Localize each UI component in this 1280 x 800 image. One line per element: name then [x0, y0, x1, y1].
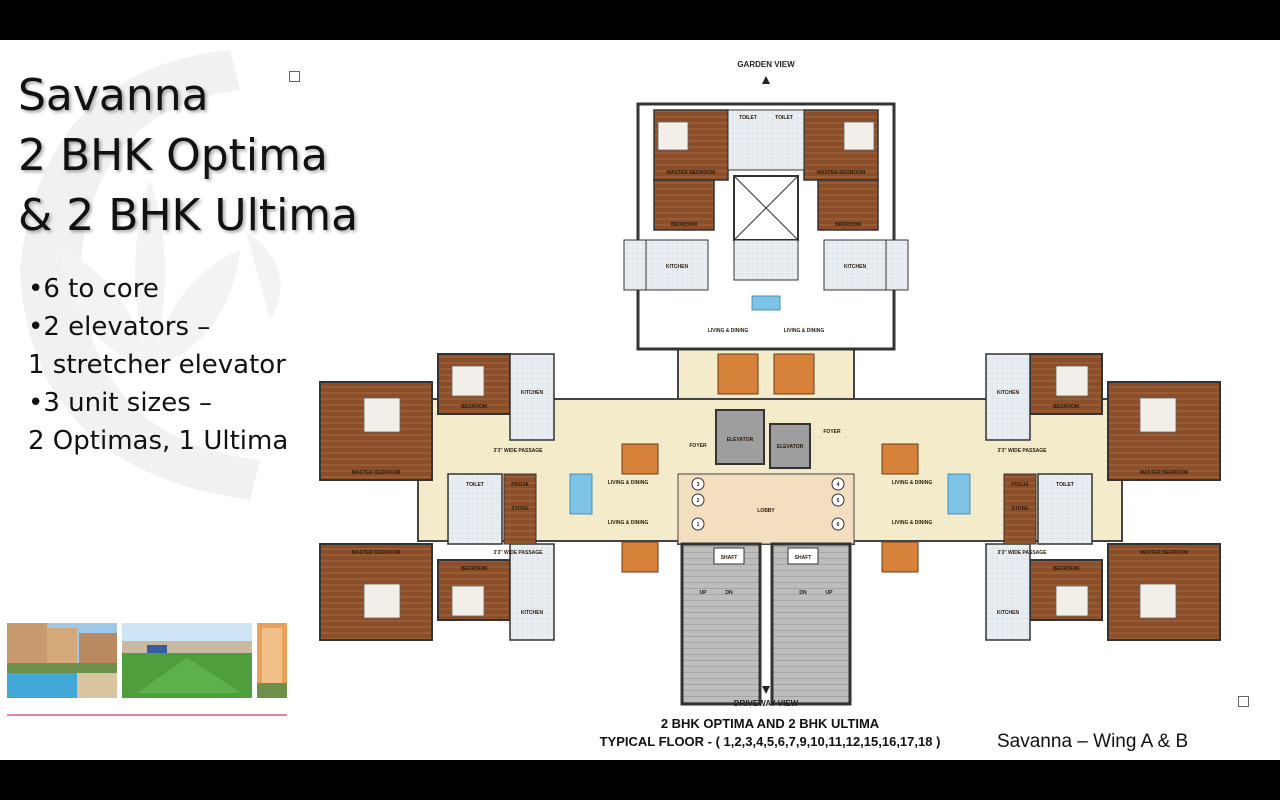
floor-plan: GARDEN VIEW LOBBY MASTER BEDROOM MASTER … — [319, 60, 1221, 708]
elevator-label: ELEVATOR — [727, 437, 754, 443]
svg-text:1: 1 — [697, 522, 700, 528]
room-label: KITCHEN — [521, 390, 544, 396]
room-label: MASTER BEDROOM — [1140, 550, 1189, 556]
feature-list: •6 to core •2 elevators – 1 stretcher el… — [28, 270, 288, 460]
svg-text:2: 2 — [697, 498, 700, 504]
room-label: TOILET — [1056, 482, 1074, 488]
room-label: LIVING & DINING — [784, 328, 825, 334]
room-label: TOILET — [739, 115, 757, 121]
room-label: TOILET — [466, 482, 484, 488]
room-label: KITCHEN — [666, 264, 689, 270]
stair-up-label: UP — [700, 590, 708, 596]
room-label: BEDROOM — [671, 222, 697, 228]
project-photo-strip — [7, 623, 287, 698]
feature-item: 1 stretcher elevator — [28, 350, 286, 380]
checkbox-icon — [289, 71, 300, 82]
foyer-label: FOYER — [689, 443, 707, 449]
svg-text:4: 4 — [837, 482, 840, 488]
title-line-2: 2 BHK Optima — [18, 130, 328, 181]
room-label: MASTER BEDROOM — [352, 550, 401, 556]
room-label: LIVING & DINING — [892, 520, 933, 526]
room-label: BEDROOM — [461, 566, 487, 572]
south-arrow-icon — [762, 686, 770, 694]
room-label: MASTER BEDROOM — [352, 470, 401, 476]
passage-label: 3'3" WIDE PASSAGE — [997, 448, 1047, 454]
garden-view-label: GARDEN VIEW — [737, 60, 795, 69]
wing-label: Savanna – Wing A & B — [997, 731, 1189, 752]
room-label: POOJA — [1011, 482, 1029, 488]
room-label: MASTER BEDROOM — [817, 170, 866, 176]
title-line-3: & 2 BHK Ultima — [18, 190, 359, 241]
svg-text:3: 3 — [697, 482, 700, 488]
room-label: KITCHEN — [997, 610, 1020, 616]
plan-caption-floors: TYPICAL FLOOR - ( 1,2,3,4,5,6,7,9,10,11,… — [599, 734, 941, 749]
stair-down-label: DN — [725, 590, 733, 596]
room-label: KITCHEN — [521, 610, 544, 616]
passage-label: 3'3" WIDE PASSAGE — [493, 550, 543, 556]
room-label: LIVING & DINING — [708, 328, 749, 334]
stair-down-label: DN — [799, 590, 807, 596]
room-label: KITCHEN — [844, 264, 867, 270]
photo-pool — [7, 623, 117, 698]
checkbox-icon — [1238, 696, 1249, 707]
feature-item: •3 unit sizes – — [28, 388, 213, 418]
slide: Savanna 2 BHK Optima & 2 BHK Ultima •6 t… — [0, 40, 1280, 760]
room-label: LIVING & DINING — [892, 480, 933, 486]
shaft-label: SHAFT — [721, 555, 738, 561]
stair-up-label: UP — [826, 590, 834, 596]
brand-watermark-icon — [20, 50, 281, 500]
feature-item: •6 to core — [28, 274, 159, 304]
photo-tower — [257, 623, 287, 698]
room-label: STORE — [511, 506, 529, 512]
room-label: BEDROOM — [1053, 566, 1079, 572]
driveway-view-label: DRIVEWAY VIEW — [734, 699, 799, 708]
room-label: KITCHEN — [997, 390, 1020, 396]
room-label: MASTER BEDROOM — [667, 170, 716, 176]
elevator-label: ELEVATOR — [777, 444, 804, 450]
room-label: BEDROOM — [1053, 404, 1079, 410]
passage-label: 3'3" WIDE PASSAGE — [493, 448, 543, 454]
room-label: STORE — [1011, 506, 1029, 512]
passage-label: 3'3" WIDE PASSAGE — [997, 550, 1047, 556]
lobby-label: LOBBY — [757, 508, 775, 514]
north-arrow-icon — [762, 76, 770, 84]
foyer-label: FOYER — [823, 429, 841, 435]
room-label: BEDROOM — [835, 222, 861, 228]
title-line-1: Savanna — [18, 70, 209, 121]
svg-text:5: 5 — [837, 498, 840, 504]
feature-item: •2 elevators – — [28, 312, 211, 342]
slide-title: Savanna 2 BHK Optima & 2 BHK Ultima — [18, 66, 358, 246]
room-label: BEDROOM — [461, 404, 487, 410]
accent-divider — [7, 714, 287, 716]
feature-item: 2 Optimas, 1 Ultima — [28, 426, 289, 456]
room-label: TOILET — [775, 115, 793, 121]
room-label: LIVING & DINING — [608, 520, 649, 526]
photo-sports-ground — [122, 623, 252, 698]
room-label: MASTER BEDROOM — [1140, 470, 1189, 476]
unit-markers: 3 2 1 4 5 6 — [691, 477, 845, 531]
plan-caption-title: 2 BHK OPTIMA AND 2 BHK ULTIMA — [660, 716, 880, 731]
room-label: POOJA — [511, 482, 529, 488]
room-label: LIVING & DINING — [608, 480, 649, 486]
svg-text:6: 6 — [837, 522, 840, 528]
shaft-label: SHAFT — [795, 555, 812, 561]
